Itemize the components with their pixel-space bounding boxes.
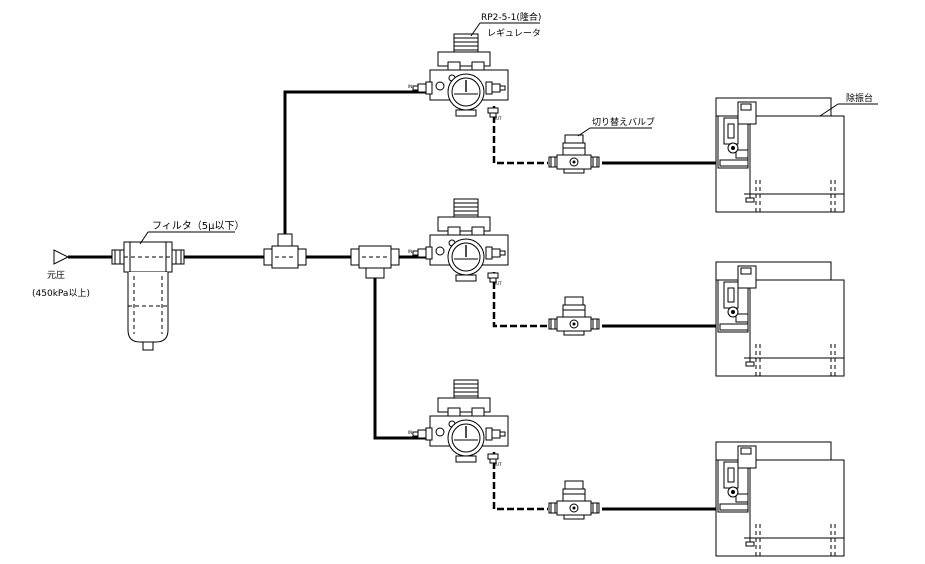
table-label: 除振台 <box>846 92 873 104</box>
source-label: 元圧 <box>47 270 65 281</box>
vibration-isolation-table-icon <box>715 97 845 213</box>
source-pressure-label: (450kPa以上) <box>32 288 90 299</box>
table-leader <box>819 103 839 117</box>
switch-valve-label: 切り替えバルブ <box>592 116 655 128</box>
vibration-isolation-table-icon <box>715 441 845 557</box>
filter-leader <box>139 231 149 245</box>
regulator-icon <box>407 379 509 468</box>
switch-valve-icon <box>548 480 600 520</box>
source-inlet: 元圧 (450kPa以上) <box>32 249 90 299</box>
switch-valve-icon <box>548 296 600 336</box>
piping <box>68 90 718 511</box>
switch-valve-icon <box>548 134 600 174</box>
filter-label: フィルタ（5μ以下） <box>152 220 245 232</box>
regulator-icon <box>407 198 509 287</box>
tee-fitting-2 <box>350 245 400 279</box>
vibration-isolation-table-icon <box>715 261 845 377</box>
filter-icon <box>111 241 185 351</box>
regulator-icon <box>407 33 509 122</box>
regulator-model-label: RP2-5-1(隆合) <box>481 11 541 23</box>
regulator-label: レギュレータ <box>487 28 541 39</box>
tee-fitting-1 <box>263 233 307 269</box>
valve-leader <box>577 127 591 137</box>
regulator-leader <box>470 22 481 37</box>
triangle-arrow-icon <box>53 249 70 265</box>
